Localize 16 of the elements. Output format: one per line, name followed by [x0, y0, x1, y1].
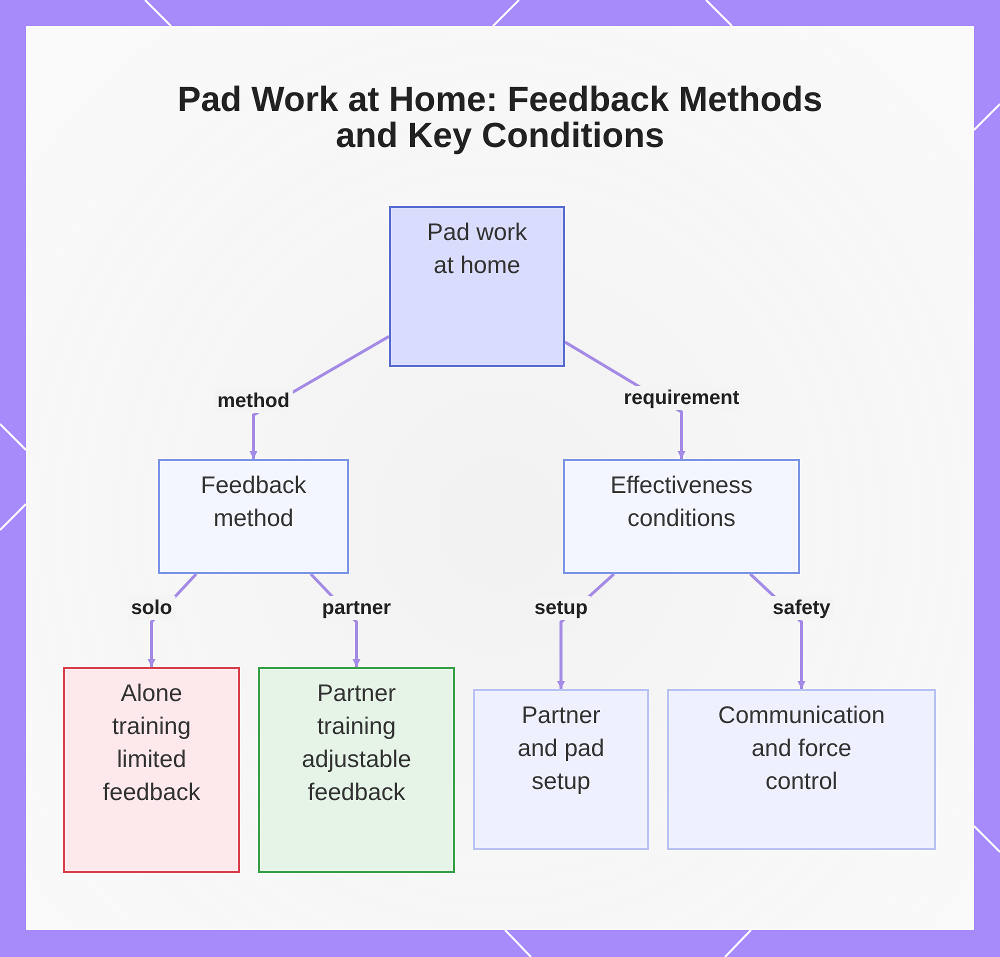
leaf-box — [667, 689, 936, 850]
category-box — [563, 459, 800, 574]
node-text: Partner training adjustable feedback — [300, 679, 412, 808]
leaf-box — [63, 667, 240, 873]
leaf-box — [473, 689, 649, 850]
edge-label: safety — [770, 596, 834, 620]
node-text: Pad work at home — [426, 218, 528, 281]
node-text: Effectiveness conditions — [609, 471, 754, 534]
node-text: Partner and pad setup — [516, 701, 606, 797]
category-box — [158, 459, 349, 574]
leaf-box — [258, 667, 455, 873]
node-text: Communication and force control — [717, 701, 886, 797]
node-text: Feedback method — [200, 471, 308, 534]
node-text: Alone training limited feedback — [102, 679, 202, 808]
diagram-title: Pad Work at Home: Feedback Methods and Key Conditions — [176, 82, 824, 154]
root-box — [389, 206, 565, 367]
